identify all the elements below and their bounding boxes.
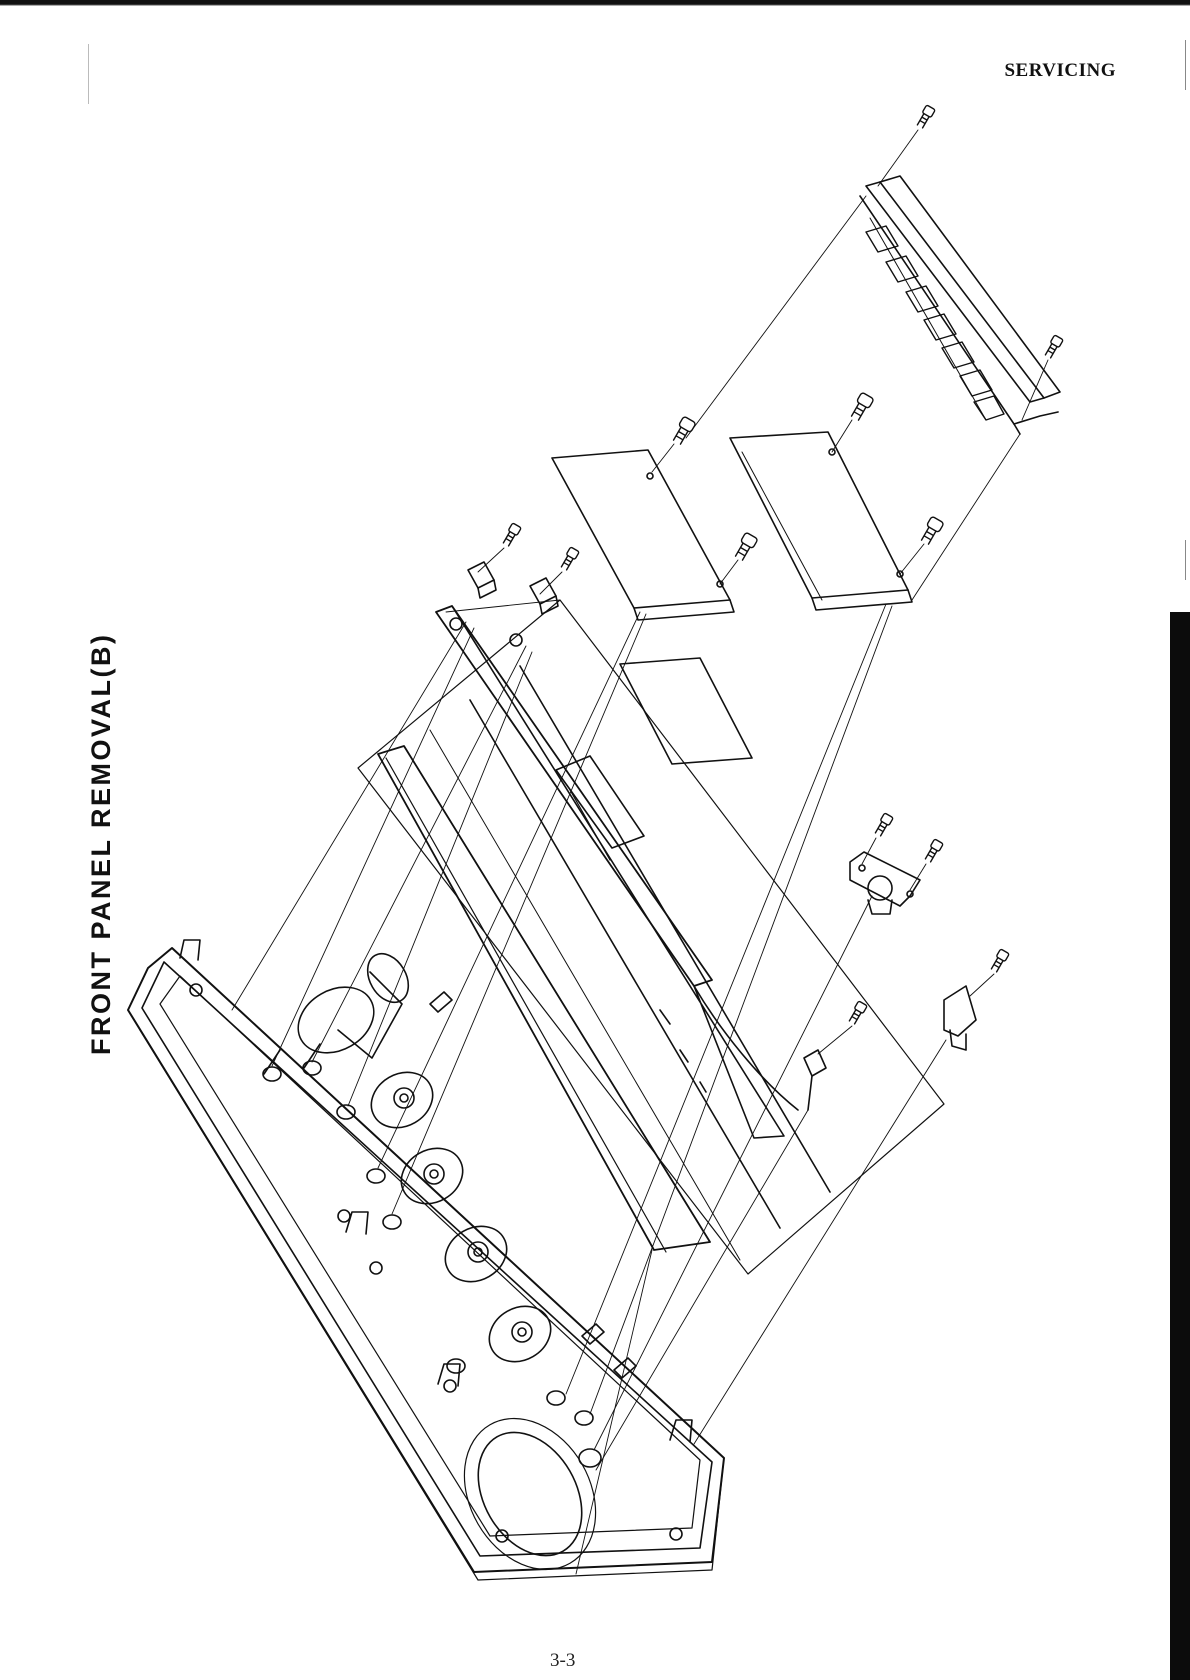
rotary-pots xyxy=(361,1061,560,1372)
pot-assembly-lower xyxy=(944,986,976,1050)
bushings xyxy=(263,1044,601,1467)
switch-board xyxy=(860,176,1060,434)
pot-assembly-upper xyxy=(850,852,920,914)
leader-lines xyxy=(232,130,1048,1574)
sub-pcb-lower xyxy=(620,658,752,764)
screws xyxy=(502,105,1064,1025)
front-chassis xyxy=(128,940,724,1593)
page-number: 3-3 xyxy=(550,1650,575,1672)
small-bracket xyxy=(804,1050,826,1110)
front-bracket xyxy=(436,606,798,1138)
cross-bar xyxy=(378,746,710,1252)
sub-pcb-middle xyxy=(730,432,912,610)
spacers xyxy=(468,562,558,614)
sub-pcb-upper xyxy=(552,450,734,620)
